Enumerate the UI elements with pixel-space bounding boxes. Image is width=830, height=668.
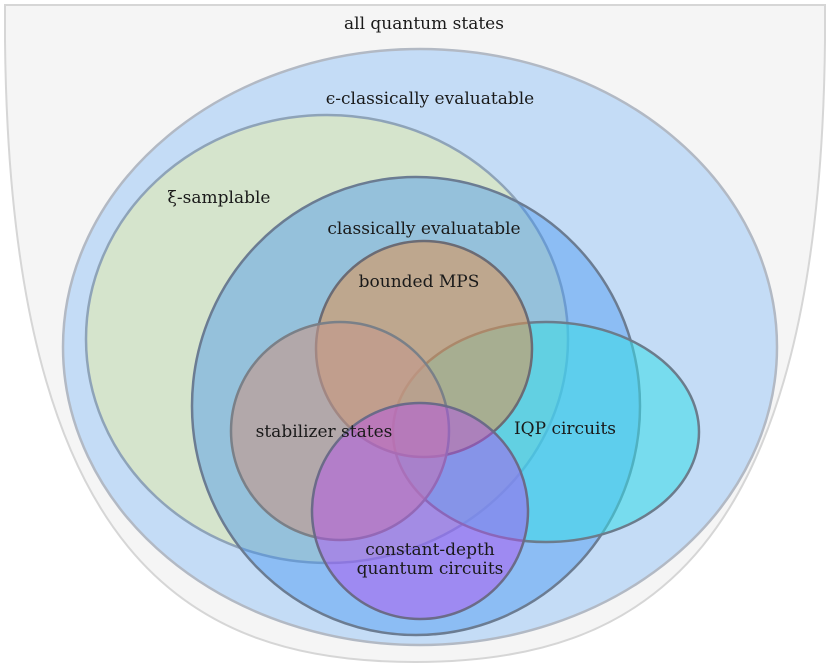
all-quantum-states-label: all quantum states — [344, 14, 504, 34]
iqp-circuits-label: IQP circuits — [514, 419, 616, 439]
stabilizer-states-region — [229, 320, 451, 542]
stabilizer-states-label: stabilizer states — [256, 422, 393, 442]
classically-evaluatable-label: classically evaluatable — [327, 219, 520, 239]
constant-depth-label-line1: constant-depth — [365, 540, 495, 560]
xi-samplable-label: ξ-samplable — [168, 188, 271, 208]
constant-depth-label-line2: quantum circuits — [357, 559, 504, 579]
eps-classically-evaluatable-label: ϵ-classically evaluatable — [326, 89, 534, 109]
constant-depth-region — [310, 401, 530, 621]
bounded-mps-label: bounded MPS — [359, 272, 480, 292]
